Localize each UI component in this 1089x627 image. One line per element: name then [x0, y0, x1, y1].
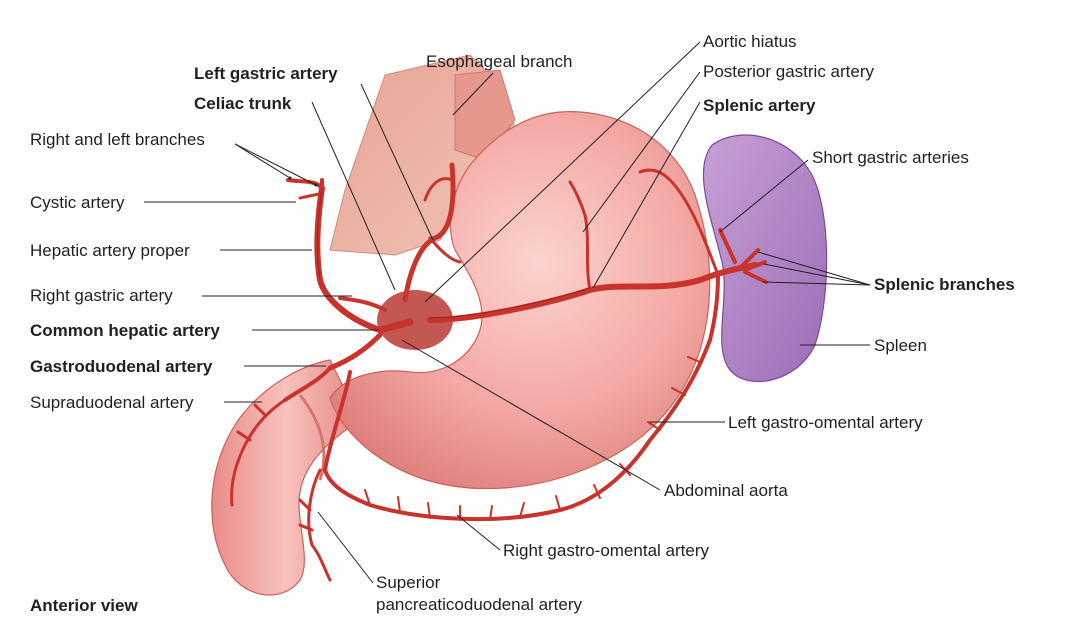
label-superior-pancreaticoduodenal-line2: pancreaticoduodenal artery — [376, 595, 583, 614]
label-hepatic-artery-proper: Hepatic artery proper — [30, 241, 190, 260]
label-cystic-artery: Cystic artery — [30, 193, 125, 212]
label-right-and-left-branches: Right and left branches — [30, 130, 205, 149]
spleen-organ — [702, 134, 828, 383]
label-splenic-branches: Splenic branches — [874, 275, 1015, 294]
leader-lines — [144, 41, 871, 584]
label-right-gastric-artery: Right gastric artery — [30, 286, 173, 305]
label-anterior-view: Anterior view — [30, 596, 138, 615]
label-short-gastric-arteries: Short gastric arteries — [812, 148, 969, 167]
label-splenic-artery: Splenic artery — [703, 96, 816, 115]
label-supraduodenal-artery: Supraduodenal artery — [30, 393, 194, 412]
label-superior-pancreaticoduodenal-line1: Superior — [376, 573, 441, 592]
label-celiac-trunk: Celiac trunk — [194, 94, 292, 113]
arteries — [230, 162, 768, 582]
label-abdominal-aorta: Abdominal aorta — [664, 481, 788, 500]
label-posterior-gastric-artery: Posterior gastric artery — [703, 62, 874, 81]
label-aortic-hiatus: Aortic hiatus — [703, 32, 797, 51]
label-left-gastric-artery: Left gastric artery — [194, 64, 338, 83]
label-common-hepatic-artery: Common hepatic artery — [30, 321, 220, 340]
label-spleen: Spleen — [874, 336, 927, 355]
label-gastroduodenal-artery: Gastroduodenal artery — [30, 357, 213, 376]
label-esophageal-branch: Esophageal branch — [426, 52, 573, 71]
stomach — [329, 111, 711, 490]
celiac-region — [377, 290, 453, 350]
label-left-gastro-omental-artery: Left gastro-omental artery — [728, 413, 923, 432]
duodenum — [211, 359, 361, 596]
label-right-gastro-omental-artery: Right gastro-omental artery — [503, 541, 709, 560]
pylorus-fold — [298, 394, 326, 481]
